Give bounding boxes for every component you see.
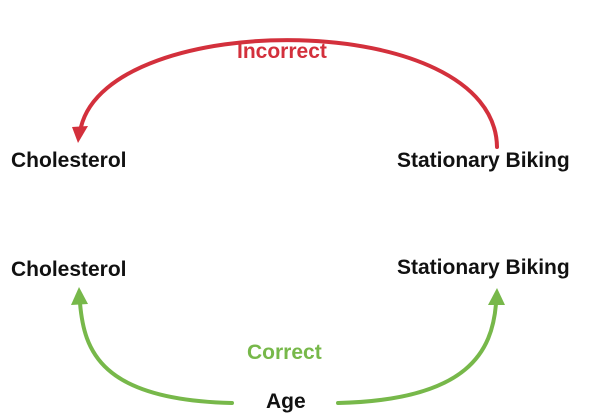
correct-arrowhead-right bbox=[488, 288, 505, 305]
incorrect-stationary-biking-node: Stationary Biking bbox=[397, 149, 570, 172]
age-node: Age bbox=[266, 390, 306, 413]
correct-arrow-left bbox=[78, 301, 234, 405]
correct-cholesterol-node: Cholesterol bbox=[11, 258, 127, 281]
incorrect-label: Incorrect bbox=[237, 40, 327, 63]
correct-arrow-right bbox=[336, 302, 498, 405]
incorrect-arrow bbox=[79, 38, 499, 149]
correct-stationary-biking-node: Stationary Biking bbox=[397, 256, 570, 279]
correct-label: Correct bbox=[247, 341, 322, 364]
correct-arrowhead-left bbox=[71, 287, 88, 305]
incorrect-arrowhead bbox=[72, 126, 88, 143]
incorrect-cholesterol-node: Cholesterol bbox=[11, 149, 127, 172]
